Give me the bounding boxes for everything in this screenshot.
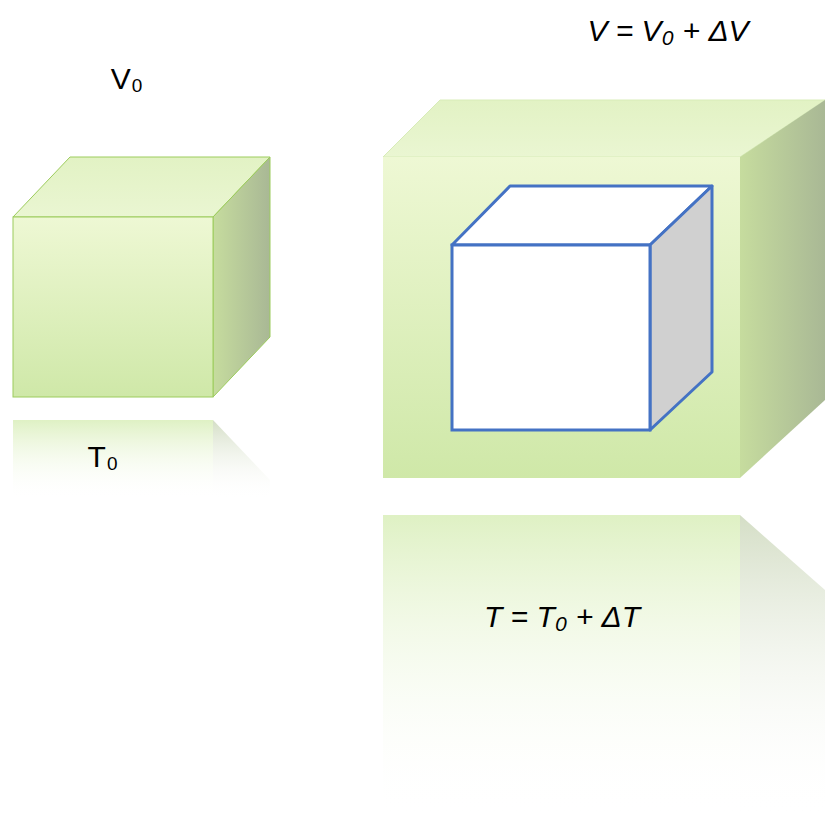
large-cube (383, 100, 825, 478)
temperature-label: T₀ (88, 440, 119, 473)
small-cube-reflection (13, 420, 270, 500)
large-cube-reflection (383, 515, 825, 816)
temperature-label: T = T₀ + ΔT (484, 600, 640, 633)
original-volume-cube (452, 186, 712, 430)
volume-label: V₀ (111, 62, 143, 95)
volume-label: V = V₀ + ΔV (587, 14, 748, 47)
small-cube (13, 157, 270, 397)
